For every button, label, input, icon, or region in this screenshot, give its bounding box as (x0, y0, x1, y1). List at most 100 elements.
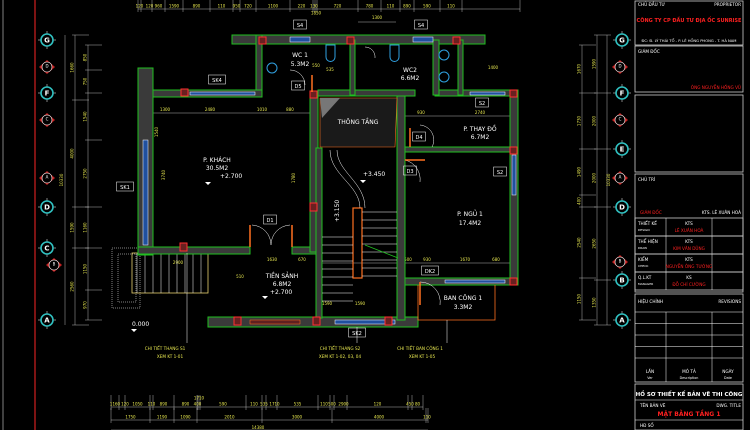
svg-text:DK2: DK2 (425, 269, 435, 275)
svg-text:F: F (45, 90, 50, 98)
grid-bubble-E: E (613, 140, 631, 158)
section-mark-B: B (46, 258, 62, 272)
tag-sk4: SK4 (208, 74, 226, 85)
top-dim: 110 (387, 4, 395, 9)
lead-role: GIÁM ĐỐC (640, 210, 662, 215)
left-dim-inner: 850 (83, 53, 88, 61)
company-name: CÔNG TY CP ĐẦU TƯ ĐỊA ỐC SUNRISE (637, 15, 742, 24)
top-dim: 110 (218, 4, 226, 9)
company-address: ĐC: Đ. LÝ THÁI TỔ - P. LÊ HỒNG PHONG - T… (642, 38, 737, 43)
callout-ref: XEM KT 1-02, 03, 04 (319, 354, 362, 359)
left-dim: 2560 (70, 281, 75, 292)
right-dim-inner: 2540 (577, 237, 582, 248)
bottom-dim: 110 (148, 402, 156, 407)
svg-text:S2: S2 (497, 170, 503, 176)
section-mark-D: D (39, 60, 55, 74)
top-dim: 720 (244, 4, 252, 9)
tag-d5: D5 (291, 80, 305, 91)
svg-text:S2: S2 (479, 101, 485, 107)
top-dim: 1850 (311, 11, 322, 16)
bottom-dim: 535 (260, 402, 268, 407)
top-dim: 110 (447, 4, 455, 9)
owner-label: CHỦ ĐẦU TƯ (638, 2, 666, 7)
room-wc1-area: 5.3M2 (291, 61, 310, 68)
inner-dim: 510 (236, 274, 244, 279)
top-dim: 950 (233, 4, 241, 9)
tag-s2: S2 (475, 97, 489, 108)
grid-bubble-F: F (613, 84, 631, 102)
section-mark-C: C (39, 113, 55, 127)
void-hatch (320, 98, 340, 118)
director-label: GIÁM ĐỐC (638, 49, 660, 54)
rev-col-date-en: Date (724, 376, 732, 380)
grid-bubble-A: A (613, 311, 631, 329)
tag-s4: S4 (293, 19, 307, 30)
svg-text:D3: D3 (406, 169, 413, 175)
staff-title: KS (686, 275, 692, 280)
right-total-dim: 10330 (606, 173, 611, 186)
room-bedroom-name: P. NGỦ 1 (457, 210, 483, 218)
owner-label-en: PROPRIETOR (714, 2, 741, 7)
staff-title: KTS (685, 221, 693, 226)
svg-text:D5: D5 (294, 84, 301, 90)
top-dim: 1590 (169, 4, 180, 9)
bottom-dim: 890 (160, 402, 168, 407)
bottom-total-dim: 14380 (252, 425, 265, 430)
bottom-dim: 120 (374, 402, 382, 407)
svg-text:D: D (45, 64, 48, 69)
grid-bubble-G: G (613, 31, 631, 49)
tag-d4: D4 (412, 131, 426, 142)
bottom-dim: 1750 (125, 415, 136, 420)
room-lobby-level: +2.700 (270, 289, 292, 296)
top-dim: 120 (136, 4, 144, 9)
room-living-level: +2.700 (220, 173, 242, 180)
inner-dim: 2740 (475, 110, 486, 115)
inner-dim: 680 (492, 257, 500, 262)
tag-sk1: SK1 (116, 181, 134, 192)
left-dim-inner: 1540 (83, 111, 88, 122)
svg-text:G: G (44, 37, 50, 45)
svg-text:B: B (53, 262, 56, 267)
landing-level: +3.150 (334, 200, 341, 222)
staff-name: NGUYỄN ÔNG TƯỜNG (666, 264, 712, 269)
section-mark-B: B (612, 255, 628, 269)
stair-level: +3.450 (363, 171, 385, 178)
bottom-dim: 1050 (132, 402, 143, 407)
grid-bubble-G: G (38, 31, 56, 49)
grid-bubble-A: A (38, 311, 56, 329)
right-dim: 1350 (592, 297, 597, 308)
tag-s2: S2 (493, 166, 507, 177)
tag-dk2: DK2 (421, 265, 439, 276)
section-mark-A: A (612, 171, 628, 185)
left-dim: 1660 (70, 62, 75, 73)
revisions-label: HIỆU CHỈNH (638, 299, 663, 304)
staff-role-en: DRAW (638, 246, 647, 250)
bottom-dim: 1160 (110, 402, 121, 407)
staff-role-en: CHECK (638, 264, 649, 268)
balcony-railing (417, 285, 496, 321)
svg-text:C: C (619, 117, 622, 122)
bottom-dim: 535 (294, 402, 302, 407)
bottom-dim: 110 (423, 415, 431, 420)
grid-bubble-B: B (613, 271, 631, 289)
right-dim-inner: 400 (577, 197, 582, 205)
inner-dim: 3740 (161, 169, 166, 180)
bottom-dim: 590 (219, 402, 227, 407)
left-dim-inner: 1160 (83, 222, 88, 233)
title-block: CHỦ ĐẦU TƯ PROPRIETOR CÔNG TY CP ĐẦU TƯ … (634, 0, 744, 430)
director-name: ÔNG NGUYỄN HỒNG VŨ (691, 85, 741, 90)
bottom-dim: 4000 (374, 415, 385, 420)
callout-title: CHI TIẾT BAN CÔNG 1 (397, 345, 443, 351)
dwg-title-label: TÊN BẢN VẼ (639, 403, 666, 408)
callout-ref: XEM KT 1-05 (409, 354, 436, 359)
right-dim-inner: 1670 (577, 63, 582, 74)
doors (249, 46, 441, 306)
section-mark-C: C (612, 113, 628, 127)
left-dim-inner: 1150 (83, 263, 88, 274)
right-dim: 1590 (592, 58, 597, 69)
rev-col-ver: LẦN (646, 369, 654, 374)
bottom-dim: 110 (320, 402, 328, 407)
top-sub-dim: 1300 (372, 15, 383, 20)
